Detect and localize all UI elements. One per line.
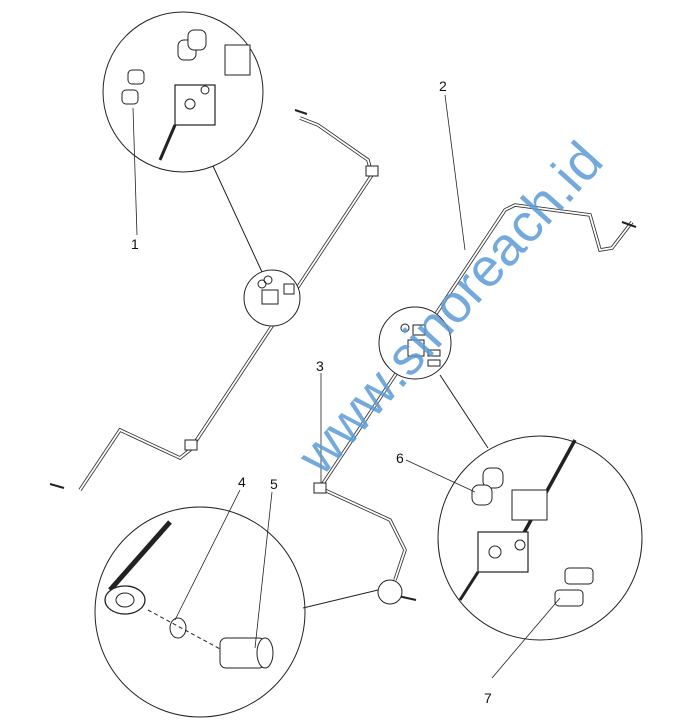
callout-6: 6 (396, 450, 404, 466)
callout-3: 3 (316, 358, 324, 374)
callout-5: 5 (270, 476, 278, 492)
callout-7: 7 (484, 690, 492, 706)
callout-4: 4 (238, 474, 246, 490)
callout-2: 2 (439, 78, 447, 94)
detail-circle-6-7 (437, 435, 643, 641)
right-brake-pipe (313, 203, 637, 601)
callout-1: 1 (131, 236, 139, 252)
